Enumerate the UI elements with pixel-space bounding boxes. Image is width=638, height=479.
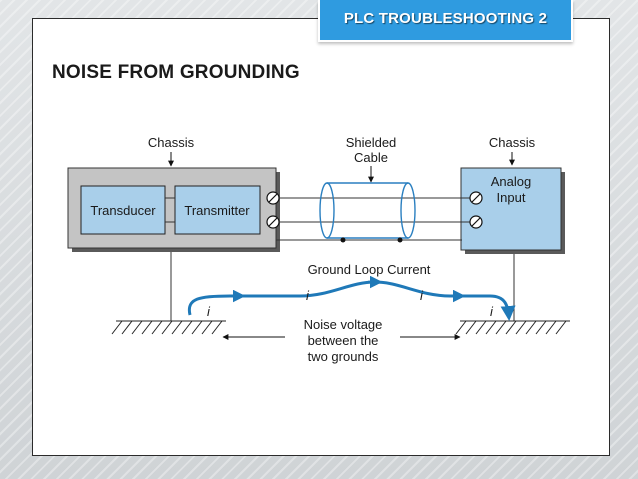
label-chassis-right: Chassis xyxy=(489,135,536,150)
analog-label-1: Analog xyxy=(491,174,531,189)
terminal-left-top xyxy=(266,191,280,205)
current-symbol-2: i xyxy=(306,288,310,303)
transmitter-box xyxy=(174,185,261,235)
shield-right-end xyxy=(400,182,416,239)
ground-symbol-right xyxy=(455,320,570,335)
terminal-right-bottom xyxy=(469,215,483,229)
terminal-left-bottom xyxy=(266,215,280,229)
transducer-box xyxy=(80,185,166,235)
transducer-label: Transducer xyxy=(90,203,156,218)
analog-label-2: Input xyxy=(497,190,526,205)
label-cable: Cable xyxy=(354,150,388,165)
ground-loop-label: Ground Loop Current xyxy=(308,262,431,277)
current-symbol-4: i xyxy=(490,304,494,319)
noise-label-2: between the xyxy=(308,333,379,348)
slide-heading: NOISE FROM GROUNDING xyxy=(52,62,300,83)
noise-label-1: Noise voltage xyxy=(304,317,383,332)
ground-loop-arrow xyxy=(187,280,516,321)
slide-tab-title: PLC TROUBLESHOOTING 2 xyxy=(318,0,573,42)
shield-left-end xyxy=(319,182,335,239)
label-chassis-left: Chassis xyxy=(148,135,195,150)
noise-label-3: two grounds xyxy=(308,349,379,364)
analog-input-box xyxy=(460,167,562,251)
terminal-right-top xyxy=(469,191,483,205)
shield-junction-2 xyxy=(397,237,403,243)
current-symbol-1: i xyxy=(207,304,211,319)
ground-symbol-left xyxy=(111,320,226,335)
shield-junction-1 xyxy=(340,237,346,243)
current-symbol-3: i xyxy=(420,288,424,303)
transmitter-label: Transmitter xyxy=(184,203,250,218)
label-shielded: Shielded xyxy=(346,135,397,150)
